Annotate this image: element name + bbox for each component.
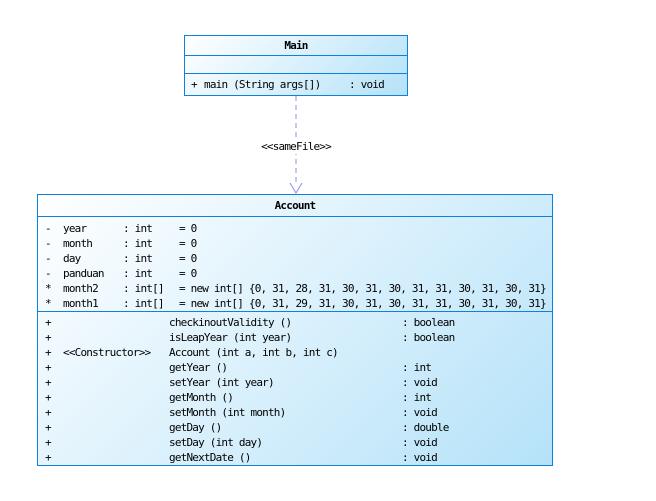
method-visibility: + [45,391,52,404]
attribute-visibility: * [45,282,52,295]
method-signature: getYear () [169,361,228,374]
attribute-row: - month : int = 0 [38,236,552,251]
method-row: + checkinoutValidity () : boolean [38,315,552,330]
method-signature: setYear (int year) [169,376,275,389]
attribute-visibility: - [45,252,52,265]
method-visibility: + [45,436,52,449]
dependency-arrow[interactable] [284,96,308,194]
attribute-default-value: = 0 [179,252,197,265]
attribute-row: * month2 : int[] = new int[] {0, 31, 28,… [38,281,552,296]
attribute-name: month1 [63,297,99,310]
attribute-name: panduan [63,267,105,280]
class-account-methods-compartment: + checkinoutValidity () : boolean + isLe… [38,312,552,465]
method-signature: getNextDate () [169,451,251,464]
attribute-visibility: - [45,237,52,250]
attribute-visibility: - [45,222,52,235]
method-return-type: : double [402,421,449,434]
method-row: + getYear () : int [38,360,552,375]
attribute-row: * month1 : int[] = new int[] {0, 31, 29,… [38,296,552,311]
method-return-type: : void [349,78,385,91]
method-return-type: : boolean [402,331,455,344]
method-return-type: : boolean [402,316,455,329]
method-return-type: : void [402,406,438,419]
attribute-default-value: = 0 [179,237,197,250]
method-return-type: : void [402,451,438,464]
method-visibility: + [45,451,52,464]
class-main-methods-compartment: + main (String args[]) : void [185,74,407,95]
class-box-account[interactable]: Account - year : int = 0 - month : int =… [37,194,553,466]
method-signature: getDay () [169,421,222,434]
method-signature: getMonth () [169,391,234,404]
method-signature: checkinoutValidity () [169,316,292,329]
method-visibility: + [45,421,52,434]
attribute-name: year [63,222,87,235]
method-row: + main (String args[]) : void [185,74,407,95]
method-return-type: : void [402,436,438,449]
method-visibility: + [45,331,52,344]
attribute-type: : int [123,222,153,235]
method-visibility: + [191,78,198,91]
method-visibility: + [45,406,52,419]
class-box-main[interactable]: Main + main (String args[]) : void [184,35,408,96]
method-signature: setMonth (int month) [169,406,286,419]
attribute-type: : int[] [123,282,165,295]
method-visibility: + [45,346,52,359]
method-return-type: : int [402,361,432,374]
attribute-name: month2 [63,282,99,295]
method-row: + setDay (int day) : void [38,435,552,450]
method-return-type: : int [402,391,432,404]
attribute-default-value: = 0 [179,267,197,280]
method-row: + <<Constructor>> Account (int a, int b,… [38,345,552,360]
attribute-visibility: - [45,267,52,280]
method-row: + isLeapYear (int year) : boolean [38,330,552,345]
attribute-name: day [63,252,81,265]
attribute-row: - day : int = 0 [38,251,552,266]
method-row: + setYear (int year) : void [38,375,552,390]
attribute-row: - year : int = 0 [38,221,552,236]
attribute-name: month [63,237,93,250]
method-signature: Account (int a, int b, int c) [169,346,339,359]
method-signature: isLeapYear (int year) [169,331,292,344]
method-row: + getNextDate () : void [38,450,552,465]
arrowhead-icon [289,182,303,194]
method-visibility: + [45,361,52,374]
attribute-default-value: = new int[] {0, 31, 29, 31, 30, 31, 30, … [179,297,547,310]
class-account-attributes-compartment: - year : int = 0 - month : int = 0 - day… [38,217,552,312]
attribute-visibility: * [45,297,52,310]
attribute-default-value: = new int[] {0, 31, 28, 31, 30, 31, 30, … [179,282,547,295]
method-row: + getDay () : double [38,420,552,435]
method-visibility: + [45,376,52,389]
class-title-main: Main [185,36,407,56]
attribute-type: : int [123,252,153,265]
method-stereotype: <<Constructor>> [63,346,151,359]
class-main-attributes-compartment [185,56,407,74]
attribute-type: : int[] [123,297,165,310]
method-row: + setMonth (int month) : void [38,405,552,420]
attribute-type: : int [123,267,153,280]
method-row: + getMonth () : int [38,390,552,405]
attribute-type: : int [123,237,153,250]
attribute-default-value: = 0 [179,222,197,235]
method-signature: setDay (int day) [169,436,263,449]
method-signature: main (String args[]) [204,78,321,91]
dependency-stereotype-label: <<sameFile>> [250,139,342,154]
attribute-row: - panduan : int = 0 [38,266,552,281]
method-visibility: + [45,316,52,329]
class-title-account: Account [38,195,552,217]
method-return-type: : void [402,376,438,389]
